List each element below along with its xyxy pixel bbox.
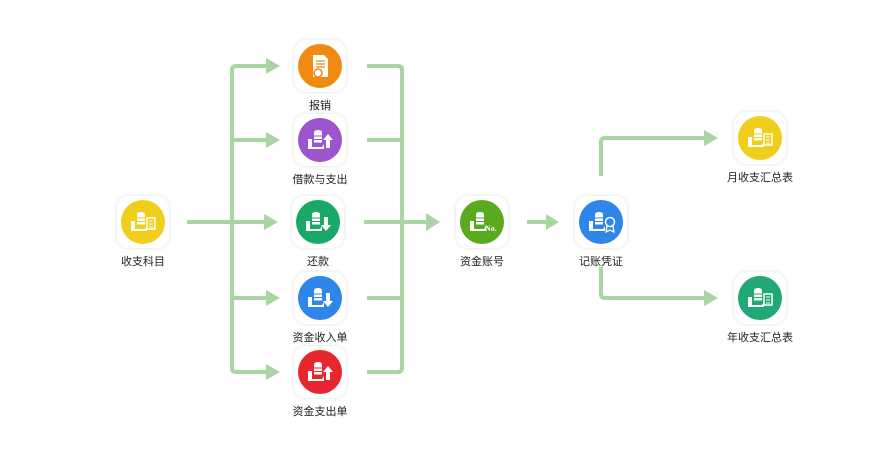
node-monthly[interactable]: 月收支汇总表 [715, 112, 805, 192]
node-label: 报销 [309, 99, 331, 112]
node-label: 还款 [307, 255, 329, 268]
coins-down-arrow-icon [298, 276, 342, 320]
node-tile [294, 272, 346, 324]
arrow-head [266, 364, 280, 380]
node-reimburse[interactable]: 报销 [275, 40, 365, 120]
right-bus [367, 64, 404, 374]
node-label: 资金账号 [460, 255, 504, 268]
arrow-head [704, 130, 718, 146]
node-tile [734, 112, 786, 164]
coins-down-arrow-icon [296, 200, 340, 244]
node-label: 借款与支出 [292, 173, 348, 186]
arrow-head [264, 214, 278, 230]
arrow-head [266, 290, 280, 306]
node-voucher[interactable]: 记账凭证 [556, 196, 646, 276]
node-subjects[interactable]: 收支科目 [98, 196, 188, 276]
svg-text:No.: No. [485, 224, 497, 233]
coins-ledger-icon [738, 276, 782, 320]
coins-ledger-icon [121, 200, 165, 244]
node-yearly[interactable]: 年收支汇总表 [715, 272, 805, 352]
arrow-head [704, 290, 718, 306]
node-repay[interactable]: 还款 [273, 196, 363, 276]
node-label: 月收支汇总表 [727, 171, 793, 184]
node-borrow[interactable]: 借款与支出 [275, 114, 365, 194]
node-label: 收支科目 [121, 255, 165, 268]
coins-ledger-icon [738, 116, 782, 160]
coins-badge-icon [579, 200, 623, 244]
connector-to-yearly [599, 267, 708, 300]
arrow-head [266, 58, 280, 74]
arrow-head [546, 214, 559, 230]
node-expense[interactable]: 资金支出单 [275, 346, 365, 426]
node-tile: No. [456, 196, 508, 248]
node-tile [292, 196, 344, 248]
node-label: 记账凭证 [579, 255, 623, 268]
connector-to-monthly [599, 136, 708, 176]
node-tile [294, 346, 346, 398]
node-tile [294, 114, 346, 166]
node-income[interactable]: 资金收入单 [275, 272, 365, 352]
document-refresh-icon [298, 44, 342, 88]
node-tile [734, 272, 786, 324]
node-label: 资金收入单 [292, 331, 348, 344]
node-tile [575, 196, 627, 248]
coins-up-arrow-icon [298, 118, 342, 162]
arrow-head [426, 213, 440, 231]
node-label: 资金支出单 [292, 405, 348, 418]
coins-up-arrow-icon [298, 350, 342, 394]
left-bus [230, 64, 270, 374]
coins-number-icon: No. [460, 200, 504, 244]
node-account[interactable]: No. 资金账号 [437, 196, 527, 276]
arrow-head [266, 132, 280, 148]
node-label: 年收支汇总表 [727, 331, 793, 344]
node-tile [117, 196, 169, 248]
node-tile [294, 40, 346, 92]
